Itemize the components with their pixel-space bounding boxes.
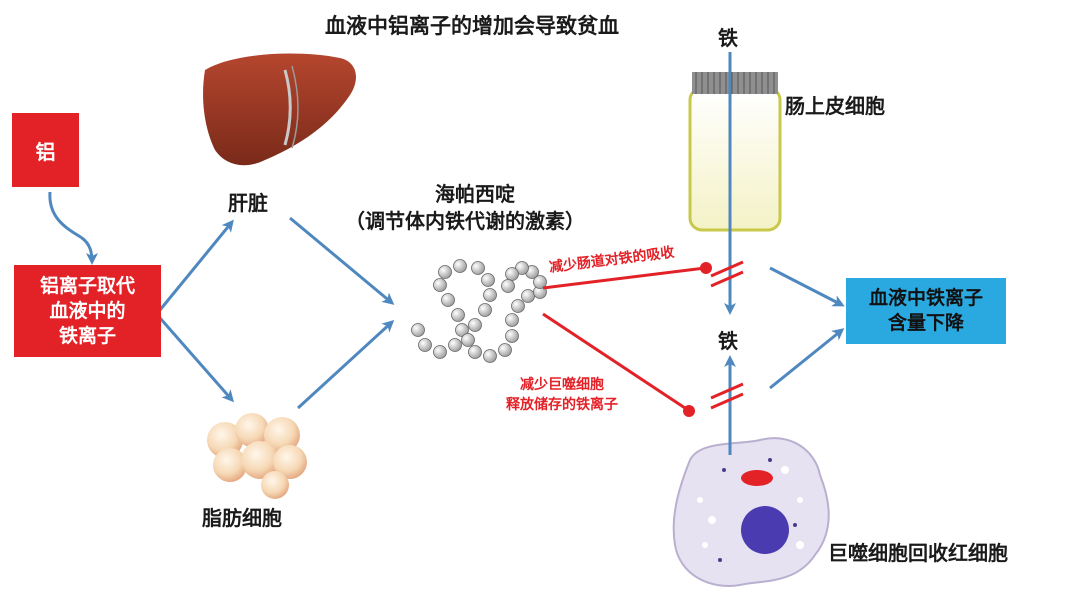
diagram-title: 血液中铝离子的增加会导致贫血 [325,14,619,38]
hepcidin-bead [505,313,519,327]
hepcidin-bead [483,349,497,363]
hepcidin-bead [433,345,447,359]
hepcidin-label: 海帕西啶 [435,182,515,206]
hepcidin-bead [498,343,512,357]
macrophage-label: 巨噬细胞回收红细胞 [828,541,1008,565]
hepcidin-bead [505,329,519,343]
hepcidin-bead [478,303,492,317]
note-reduce-macrophage-release: 减少巨噬细胞 释放储存的铁离子 [506,377,618,413]
hepcidin-bead [411,323,425,337]
arrow-al-to-replace [48,191,98,265]
hepcidin-bead [468,318,482,332]
iron-label-top: 铁 [718,26,738,50]
iron-label-middle: 铁 [718,329,738,353]
arrow-intestine-to-result [769,266,845,307]
hepcidin-bead [418,338,432,352]
fat-cells-label: 脂肪细胞 [202,506,282,530]
intestinal-cell-label: 肠上皮细胞 [785,94,885,118]
hepcidin-bead [461,333,475,347]
hepcidin-bead [533,275,547,289]
intestinal-cell-image [688,72,782,232]
aluminum-box: 铝 [12,113,79,187]
hepcidin-description: （调节体内铁代谢的激素） [345,209,585,233]
arrow-fat-to-hepcidin [296,319,395,410]
hepcidin-bead [455,323,469,337]
hepcidin-bead [441,293,455,307]
block-mark-lower [710,382,744,410]
hepcidin-bead [438,265,452,279]
fat-cells-image [207,413,307,499]
block-mark-upper [710,260,744,288]
arrow-liver-to-hepcidin [289,216,395,305]
hepcidin-bead [453,259,467,273]
arrow-replace-to-liver [158,219,234,311]
arrow-replace-to-fat [158,317,234,403]
hepcidin-bead [515,261,529,275]
inhibit-intestine-line [542,262,712,290]
hepcidin-bead [511,299,525,313]
hepcidin-bead [481,273,495,287]
replace-iron-box-label: 铝离子取代 血液中的 铁离子 [39,274,135,347]
result-box: 血液中铁离子 含量下降 [846,278,1006,344]
macrophage-image [672,437,830,587]
hepcidin-molecule-image [411,259,547,363]
hepcidin-bead [505,267,519,281]
hepcidin-bead [451,308,465,322]
aluminum-box-label: 铝 [35,139,56,164]
hepcidin-bead [448,338,462,352]
hepcidin-bead [471,261,485,275]
result-box-label: 血液中铁离子 含量下降 [868,287,983,334]
inhibit-macrophage-line [542,312,695,417]
replace-iron-box: 铝离子取代 血液中的 铁离子 [14,265,161,357]
hepcidin-bead [501,279,515,293]
hepcidin-bead [521,289,535,303]
hepcidin-bead [483,288,497,302]
hepcidin-bead [468,345,482,359]
hepcidin-bead [433,278,447,292]
liver-label: 肝脏 [228,191,268,215]
liver-image [203,53,356,166]
arrow-macrophage-to-result [769,328,845,390]
